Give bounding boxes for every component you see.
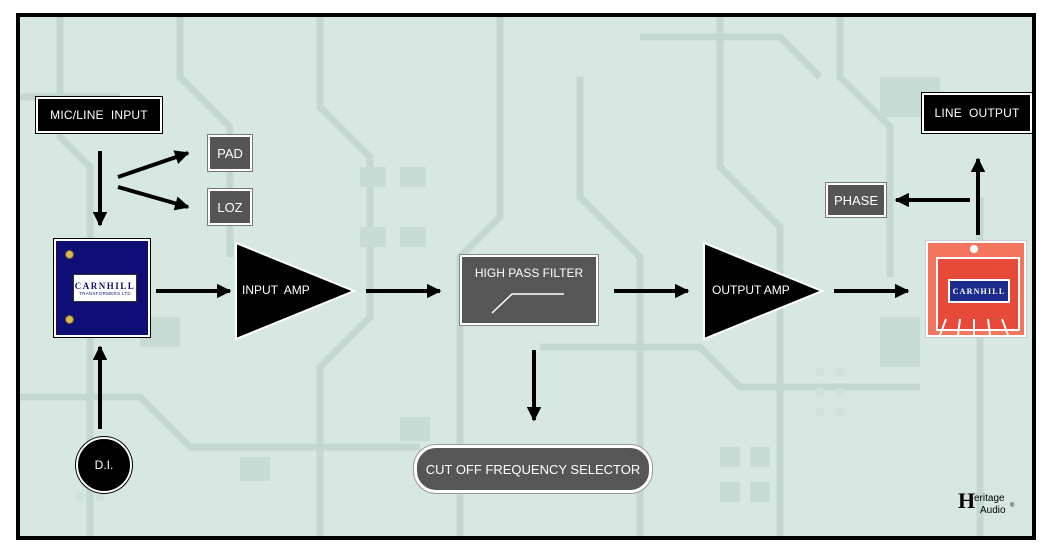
output-transformer-pins xyxy=(939,318,1009,335)
input-transformer: CARNHILL TRANSFORMERS LTD xyxy=(54,239,150,337)
line-output-box: LINE OUTPUT xyxy=(922,93,1032,133)
pad-box: PAD xyxy=(208,135,252,171)
input-transformer-subtitle: TRANSFORMERS LTD xyxy=(79,290,131,296)
phase-box: PHASE xyxy=(826,183,886,217)
screw-icon xyxy=(65,250,74,259)
cut-off-frequency-selector: CUT OFF FREQUENCY SELECTOR xyxy=(414,445,652,493)
high-pass-filter-box: HIGH PASS FILTER xyxy=(460,255,598,325)
signal-flow-diagram xyxy=(92,150,986,429)
output-amp-label: OUTPUT AMP xyxy=(712,283,790,297)
diagram-frame: MIC/LINE INPUT PAD LOZ CARNHILL TRANSFOR… xyxy=(16,13,1036,540)
output-transformer: CARNHILL xyxy=(926,241,1026,337)
loz-box: LOZ xyxy=(208,189,252,225)
input-amp-label: INPUT AMP xyxy=(242,283,310,297)
mic-line-input-box: MIC/LINE INPUT xyxy=(36,97,162,133)
output-amp-triangle xyxy=(703,241,825,341)
screw-icon xyxy=(65,315,74,324)
input-amp-triangle xyxy=(235,241,357,341)
output-transformer-brand: CARNHILL xyxy=(952,286,1006,296)
circuit-board-background xyxy=(20,17,984,536)
input-transformer-brand: CARNHILL xyxy=(74,280,136,291)
input-transformer-plate: CARNHILL TRANSFORMERS LTD xyxy=(73,274,137,302)
arrow-to-pad xyxy=(117,150,190,179)
high-pass-curve-icon xyxy=(491,293,564,314)
output-transformer-plate: CARNHILL xyxy=(948,279,1010,303)
screw-icon xyxy=(970,245,978,253)
heritage-audio-logo: H eritage Audio ® xyxy=(958,488,1015,517)
di-circle: D.I. xyxy=(76,437,132,493)
arrow-to-loz xyxy=(117,185,190,211)
